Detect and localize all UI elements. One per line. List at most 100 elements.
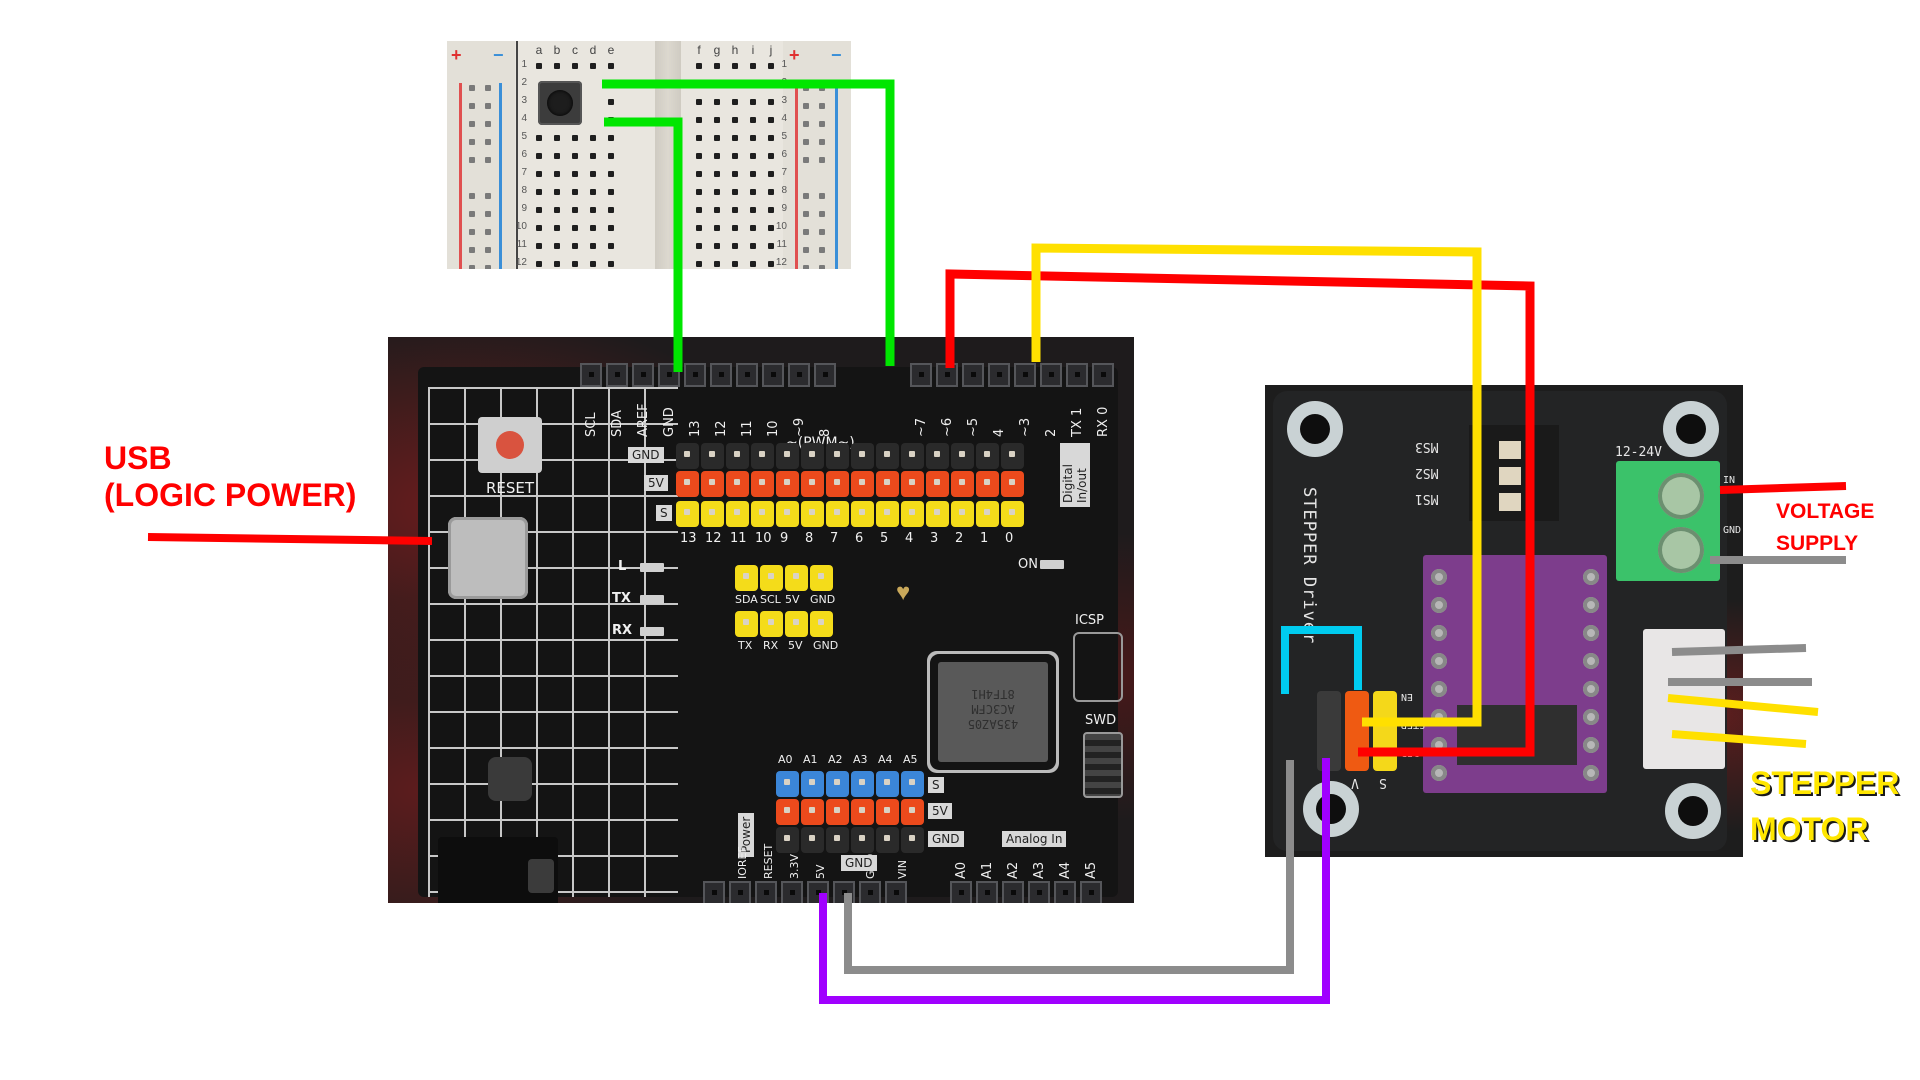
- digital-number: 10: [755, 531, 772, 546]
- header-socket: [729, 881, 751, 903]
- module-pin: [1431, 737, 1447, 753]
- screw-ground[interactable]: [1658, 527, 1704, 573]
- header-pin: [926, 443, 949, 469]
- on-led: [1040, 560, 1064, 569]
- breadboard-hole: [536, 153, 542, 159]
- header-pin: [876, 501, 899, 527]
- module-pin: [1583, 765, 1599, 781]
- breadboard-hole: [572, 171, 578, 177]
- rail-hole: [485, 157, 491, 163]
- header-pin: [801, 799, 824, 825]
- module-pin: [1431, 625, 1447, 641]
- header-pin: [976, 501, 999, 527]
- row-label: 3: [521, 95, 527, 106]
- column-label: h: [731, 43, 739, 57]
- motor-connector[interactable]: [1643, 629, 1725, 769]
- header-pin: [760, 611, 783, 637]
- header-socket: [1054, 881, 1076, 903]
- digital-number: 2: [955, 531, 964, 546]
- power-screw-terminal[interactable]: [1616, 461, 1720, 581]
- minus-sign: −: [493, 45, 504, 65]
- breadboard-hole: [608, 243, 614, 249]
- top-pin-label: 10: [766, 420, 781, 437]
- breadboard-hole: [732, 99, 738, 105]
- breadboard-hole: [554, 189, 560, 195]
- analog-top-label: A0: [778, 753, 793, 766]
- row-label: 7: [781, 167, 787, 178]
- push-button[interactable]: [538, 81, 582, 125]
- header-socket: [807, 881, 829, 903]
- module-pin: [1583, 569, 1599, 585]
- usb-c-port[interactable]: [448, 517, 528, 599]
- breadboard-hole: [554, 153, 560, 159]
- module-pin: [1431, 709, 1447, 725]
- row-label: 5: [521, 131, 527, 142]
- breadboard-hole: [572, 63, 578, 69]
- rail-hole: [803, 121, 809, 127]
- breadboard-hole: [750, 207, 756, 213]
- rail-hole: [469, 85, 475, 91]
- header-pin: [951, 501, 974, 527]
- module-pin: [1431, 653, 1447, 669]
- header-pin: [776, 471, 799, 497]
- dip-label: MS1: [1415, 491, 1439, 506]
- screw-positive[interactable]: [1658, 473, 1704, 519]
- motor-label-line1: STEPPER: [1750, 765, 1900, 801]
- power-pin-label: 5V: [814, 864, 827, 879]
- usb-label-line2: (LOGIC POWER): [104, 477, 357, 513]
- header-socket: [580, 363, 602, 387]
- inductor: [488, 757, 532, 801]
- breadboard-hole: [714, 261, 720, 267]
- breadboard-hole: [572, 189, 578, 195]
- stepper-driver-title: STEPPER Driver: [1299, 487, 1319, 645]
- breadboard-hole: [536, 207, 542, 213]
- header-pin: [751, 471, 774, 497]
- breadboard-hole: [608, 81, 614, 87]
- header-pin: [726, 501, 749, 527]
- reset-label: RESET: [486, 479, 535, 497]
- icsp-header[interactable]: [1073, 632, 1123, 702]
- top-pin-label: GND: [662, 407, 677, 437]
- header-socket: [736, 363, 758, 387]
- top-header-right: [910, 363, 1114, 389]
- header-socket: [1040, 363, 1062, 387]
- breadboard-hole: [572, 243, 578, 249]
- reset-button-cap[interactable]: [496, 431, 524, 459]
- rail-divider: [516, 41, 518, 269]
- terminal-gnd-label: GND: [1723, 525, 1742, 536]
- dip-switch-ms1[interactable]: [1499, 493, 1521, 511]
- row-label: 12: [775, 257, 787, 268]
- dip-switch-ms2[interactable]: [1499, 467, 1521, 485]
- push-button-cap[interactable]: [547, 90, 573, 116]
- dip-switch-ms3[interactable]: [1499, 441, 1521, 459]
- mount-hole-top-left: [1287, 401, 1343, 457]
- power-pin-label: VIN: [896, 860, 909, 879]
- jumper-label: DIR: [1401, 747, 1420, 758]
- analog-pin-label: A4: [1058, 861, 1073, 879]
- breadboard-hole: [732, 81, 738, 87]
- i2c-label: SCL: [760, 593, 781, 606]
- breadboard-hole: [590, 153, 596, 159]
- rail-hole: [469, 103, 475, 109]
- rail-hole: [819, 85, 825, 91]
- breadboard-hole: [696, 117, 702, 123]
- header-pin: [901, 471, 924, 497]
- swd-header[interactable]: [1083, 732, 1123, 798]
- dc-barrel-jack[interactable]: [438, 837, 558, 903]
- v-pin-column: [1345, 691, 1369, 771]
- header-pin: [726, 443, 749, 469]
- breadboard-hole: [590, 189, 596, 195]
- rail-hole: [803, 193, 809, 199]
- reset-button[interactable]: [478, 417, 542, 473]
- terminal-in-label: IN: [1723, 475, 1736, 486]
- status-led: [640, 563, 664, 572]
- row-label: 5: [781, 131, 787, 142]
- top-pin-label: SCL: [584, 412, 599, 437]
- module-pin: [1583, 597, 1599, 613]
- header-pin: [876, 827, 899, 853]
- gvs-label: S: [1379, 775, 1387, 790]
- microstep-dip-switch[interactable]: [1469, 425, 1559, 521]
- header-pin: [676, 501, 699, 527]
- header-pin: [1001, 471, 1024, 497]
